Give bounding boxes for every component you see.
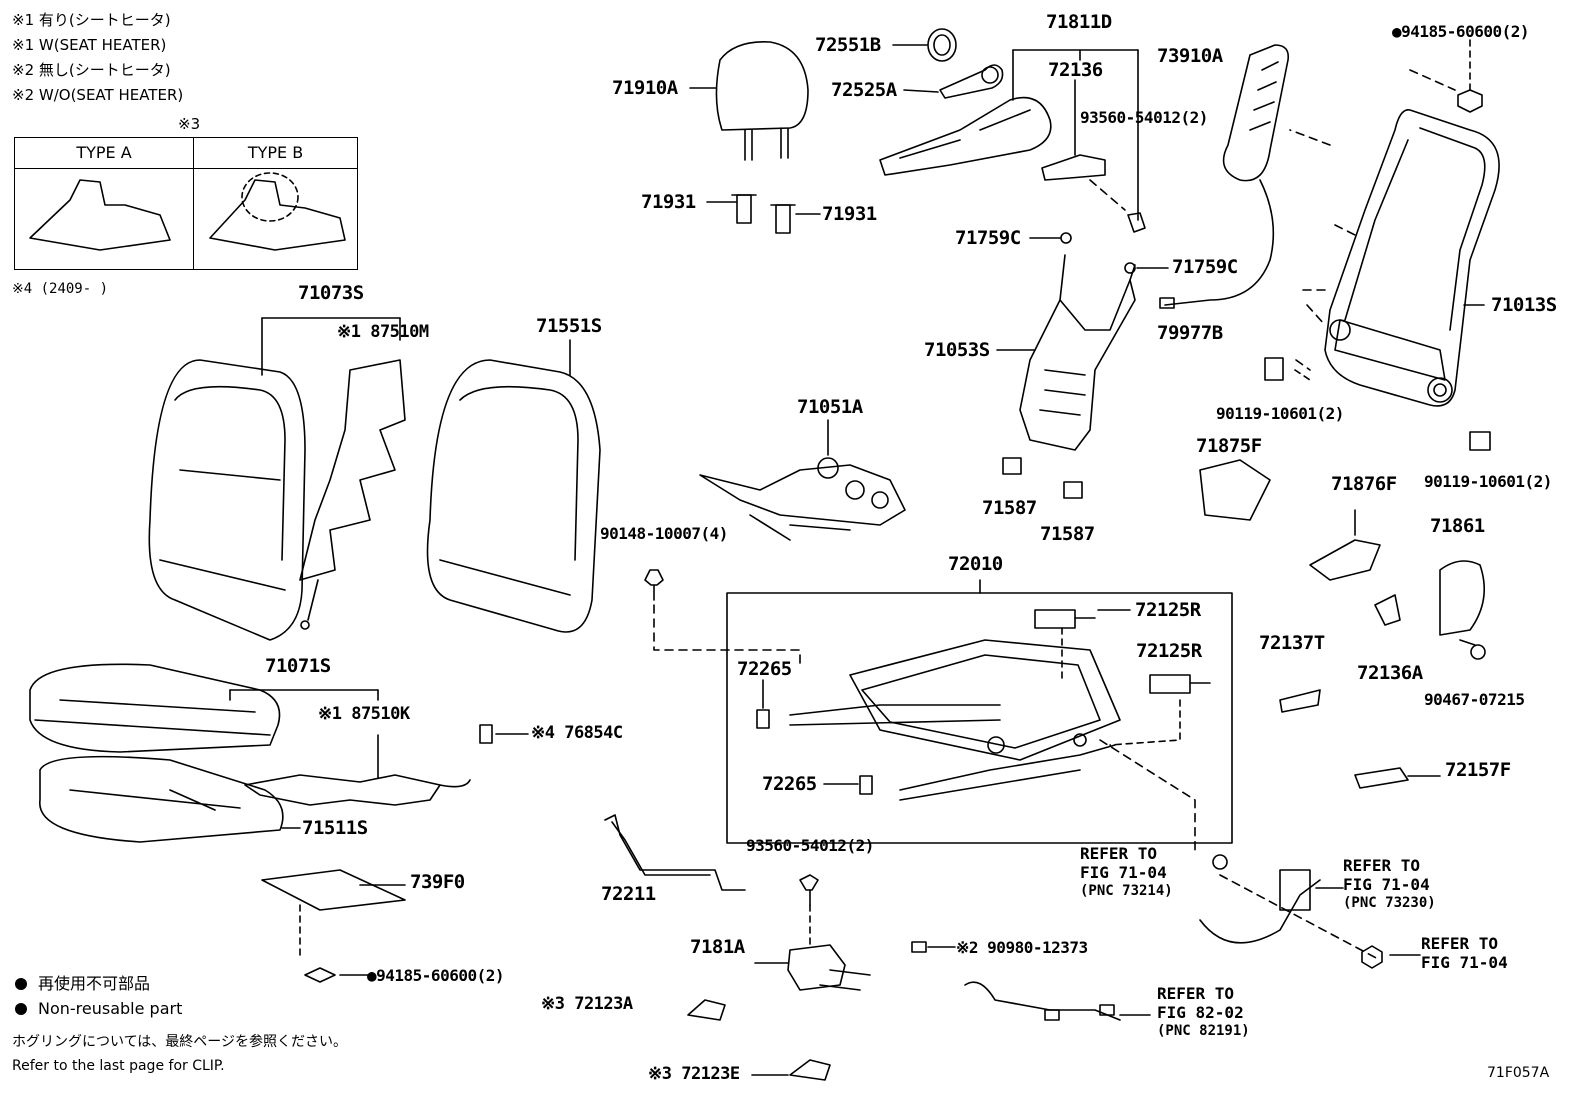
note-no-seat-heater-jp: ※2 無し(シートヒータ) (12, 61, 171, 79)
type-sketches-drawing (29, 172, 346, 251)
cushion-frame-drawing (699, 419, 906, 541)
part-label[interactable]: 71759C (1172, 256, 1238, 278)
legend-nonreusable-jp: 再使用不可部品 (38, 974, 151, 993)
type-b-column: TYPE B (194, 138, 357, 269)
type-a-header: TYPE A (15, 138, 193, 169)
refer-to-fig-71-04-a[interactable]: REFER TO FIG 71-04 (PNC 73214) (1080, 844, 1173, 899)
part-label[interactable]: ●94185-60600(2) (1392, 22, 1530, 41)
part-label[interactable]: 71551S (536, 315, 602, 337)
legend-nonreusable-en: Non-reusable part (38, 999, 183, 1018)
part-label[interactable]: 72211 (601, 883, 656, 905)
type-a-column: TYPE A (15, 138, 194, 269)
part-label[interactable]: 71910A (612, 77, 678, 99)
part-label[interactable]: 90148-10007(4) (600, 524, 728, 543)
part-label[interactable]: 72265 (737, 658, 792, 680)
part-label[interactable]: ※3 72123A (541, 994, 633, 1014)
bullet-icon (15, 1003, 27, 1015)
part-label[interactable]: 7181A (690, 936, 745, 958)
refer-to-fig-82-02[interactable]: REFER TO FIG 82-02 (PNC 82191) (1157, 984, 1250, 1039)
bullet-icon (15, 978, 27, 990)
cushion-cover-drawing (29, 663, 471, 843)
clip-76854C-drawing (479, 724, 529, 744)
part-label[interactable]: 71876F (1331, 473, 1397, 495)
type-table: TYPE A TYPE B (14, 137, 358, 270)
type-b-header: TYPE B (194, 138, 357, 169)
note-no-seat-heater-en: ※2 W/O(SEAT HEATER) (12, 86, 184, 104)
part-label[interactable]: 93560-54012(2) (746, 836, 874, 855)
motor-7181A-drawing (754, 874, 871, 991)
part-label[interactable]: 72125R (1135, 599, 1201, 621)
part-label[interactable]: 72551B (815, 34, 881, 56)
part-label[interactable]: 72125R (1136, 640, 1202, 662)
part-label[interactable]: 71053S (924, 339, 990, 361)
part-label[interactable]: 90119-10601(2) (1424, 472, 1552, 491)
part-label[interactable]: 72265 (762, 773, 817, 795)
cushion-plate-drawing (261, 869, 406, 983)
part-label[interactable]: 73910A (1157, 45, 1223, 67)
part-label[interactable]: ※4 76854C (531, 723, 623, 743)
clips-72123-drawing (687, 999, 831, 1081)
part-label[interactable]: ※1 87510M (337, 322, 429, 342)
part-label[interactable]: 72136A (1357, 662, 1423, 684)
refer-to-fig-71-04-b[interactable]: REFER TO FIG 71-04 (PNC 73230) (1343, 856, 1436, 911)
figure-id: 71F057A (1487, 1065, 1550, 1081)
part-label[interactable]: ※2 90980-12373 (956, 938, 1088, 957)
part-label[interactable]: ※3 72123E (648, 1064, 740, 1084)
note-date-range: ※4 (2409- ) (12, 281, 109, 297)
part-label[interactable]: 739F0 (410, 871, 465, 893)
headrest-guide-drawing (689, 87, 821, 234)
part-label[interactable]: 71013S (1491, 294, 1557, 316)
part-label[interactable]: 71931 (641, 191, 696, 213)
part-label[interactable]: 72157F (1445, 759, 1511, 781)
part-label[interactable]: 71073S (298, 282, 364, 304)
part-label[interactable]: 71511S (302, 817, 368, 839)
lumbar-plate-drawing (996, 232, 1169, 499)
part-label[interactable]: 90467-07215 (1424, 690, 1525, 709)
part-label[interactable]: ●94185-60600(2) (367, 966, 505, 985)
part-label[interactable]: 72136 (1048, 59, 1103, 81)
part-label[interactable]: 71861 (1430, 515, 1485, 537)
clip-note-en: Refer to the last page for CLIP. (12, 1058, 225, 1074)
rod-72211-drawing (604, 814, 746, 891)
wire-harness-drawing (911, 854, 1421, 1021)
part-label[interactable]: 71051A (797, 396, 863, 418)
bolt-90148-drawing (644, 569, 801, 666)
note-seat-heater-jp: ※1 有り(シートヒータ) (12, 11, 171, 29)
recliner-knob-drawing (892, 28, 1004, 99)
part-label[interactable]: 71587 (1040, 523, 1095, 545)
note-type-marker: ※3 (178, 115, 201, 133)
refer-to-fig-71-04-c[interactable]: REFER TO FIG 71-04 (1421, 934, 1508, 972)
part-label[interactable]: 71931 (822, 203, 877, 225)
headrest-drawing (715, 41, 809, 161)
part-label[interactable]: 72010 (948, 553, 1003, 575)
note-seat-heater-en: ※1 W(SEAT HEATER) (12, 36, 167, 54)
right-brackets-drawing (1199, 459, 1486, 789)
part-label[interactable]: 71875F (1196, 435, 1262, 457)
part-label[interactable]: 71587 (982, 497, 1037, 519)
part-label[interactable]: 71811D (1046, 11, 1112, 33)
clip-note-jp: ホグリングについては、最終ページを参照ください。 (12, 1034, 348, 1050)
part-label[interactable]: 71071S (265, 655, 331, 677)
seatback-frame-drawing (1264, 39, 1500, 451)
part-label[interactable]: 79977B (1157, 322, 1223, 344)
part-label[interactable]: 90119-10601(2) (1216, 404, 1344, 423)
seatback-cover-drawing (148, 317, 601, 641)
lumbar-support-drawing (1159, 44, 1290, 309)
seat-adjuster-drawing (726, 579, 1233, 851)
part-label[interactable]: ※1 87510K (318, 704, 410, 724)
part-label[interactable]: 72525A (831, 79, 897, 101)
part-label[interactable]: 71759C (955, 227, 1021, 249)
part-label[interactable]: 72137T (1259, 632, 1325, 654)
part-label[interactable]: 93560-54012(2) (1080, 108, 1208, 127)
side-cover-drawing (879, 49, 1146, 233)
